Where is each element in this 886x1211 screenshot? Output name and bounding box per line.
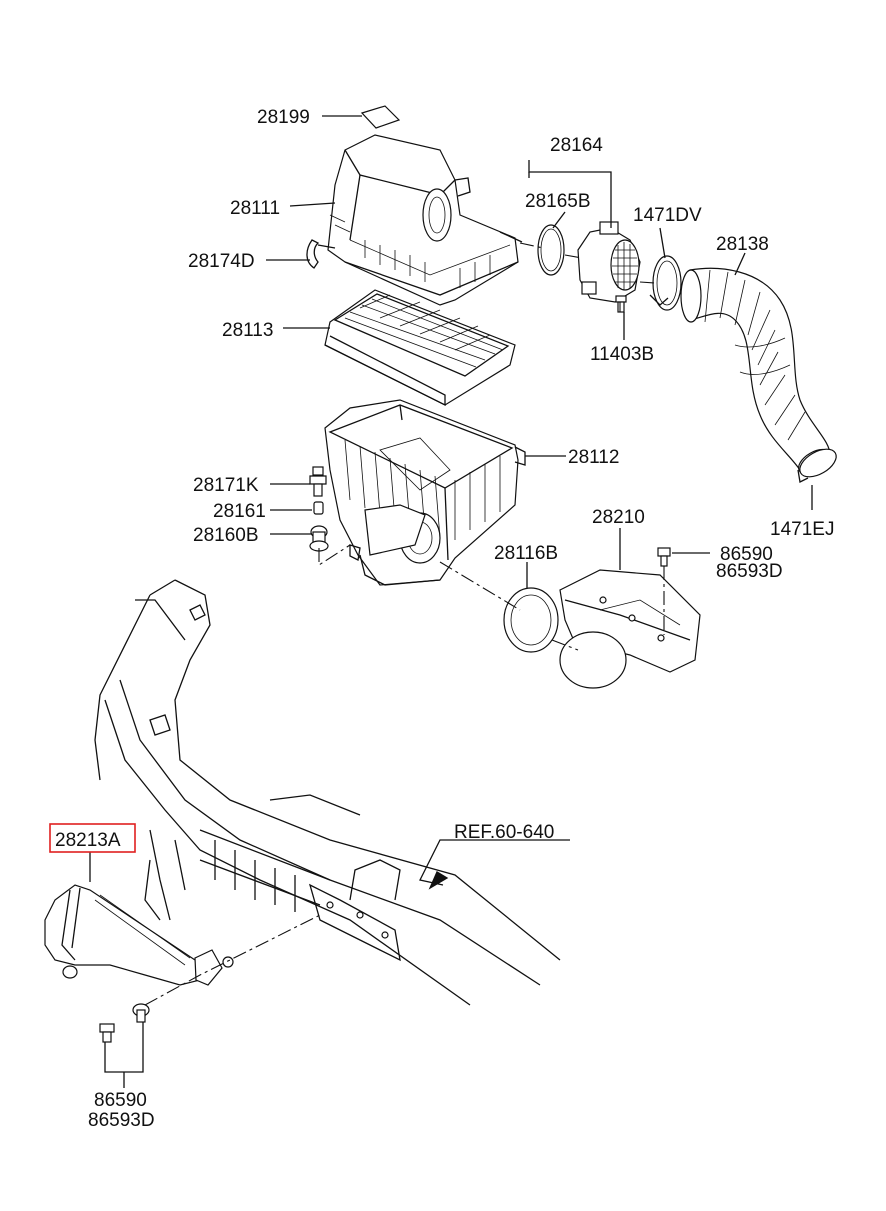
clip-86590-bottom-a	[132, 1003, 150, 1023]
bolt-28171k	[309, 466, 327, 497]
intake-duct	[559, 569, 701, 689]
collar-28161	[313, 501, 324, 515]
label-28174d: 28174D	[188, 251, 255, 272]
label-86593d-top: 86593D	[716, 561, 783, 582]
clamp-1471ej	[797, 448, 837, 483]
label-28165b: 28165B	[525, 191, 591, 212]
label-28213a: 28213A	[55, 830, 121, 851]
label-86590-bottom: 86590	[94, 1090, 147, 1111]
label-1471dv: 1471DV	[633, 205, 702, 226]
label-28160b: 28160B	[193, 525, 259, 546]
screw-11403b	[615, 295, 627, 313]
leader-lines	[89, 115, 813, 1088]
air-cleaner-cover	[327, 134, 523, 306]
label-28171k: 28171K	[193, 475, 259, 496]
label-28210: 28210	[592, 507, 645, 528]
clamp-1471dv	[649, 255, 682, 311]
label-28111: 28111	[230, 198, 280, 219]
ring-28116b	[503, 587, 559, 653]
label-86593d-bottom: 86593D	[88, 1110, 155, 1131]
air-guide-duct	[44, 884, 234, 986]
grommet-28160b	[309, 525, 329, 552]
clip-86590-bottom-b	[99, 1023, 115, 1043]
front-carrier	[94, 579, 561, 1006]
gasket-28165b	[537, 224, 565, 276]
label-ref: REF.60-640	[454, 822, 554, 843]
clip-28174d	[306, 239, 336, 269]
label-28116b: 28116B	[494, 543, 558, 564]
intake-hose	[680, 267, 832, 476]
label-1471ej: 1471EJ	[770, 519, 834, 540]
air-cleaner-body	[324, 399, 526, 586]
bolt-86590-top	[657, 547, 671, 567]
maf-sensor	[577, 221, 641, 303]
label-28164: 28164	[550, 135, 603, 156]
label-28161: 28161	[213, 501, 266, 522]
label-28199: 28199	[257, 107, 310, 128]
label-plate	[360, 105, 401, 129]
label-86590-top: 86590	[720, 544, 773, 565]
label-28113: 28113	[222, 320, 273, 341]
part-labels: 28199 28164 28111 28165B 1471DV 28174D 2…	[55, 107, 834, 1131]
highlight-box	[49, 823, 136, 853]
label-28112: 28112	[568, 447, 619, 468]
ref-arrowhead	[428, 871, 449, 890]
filter-element	[324, 289, 516, 407]
label-11403b: 11403B	[590, 344, 654, 365]
label-28138: 28138	[716, 234, 769, 255]
